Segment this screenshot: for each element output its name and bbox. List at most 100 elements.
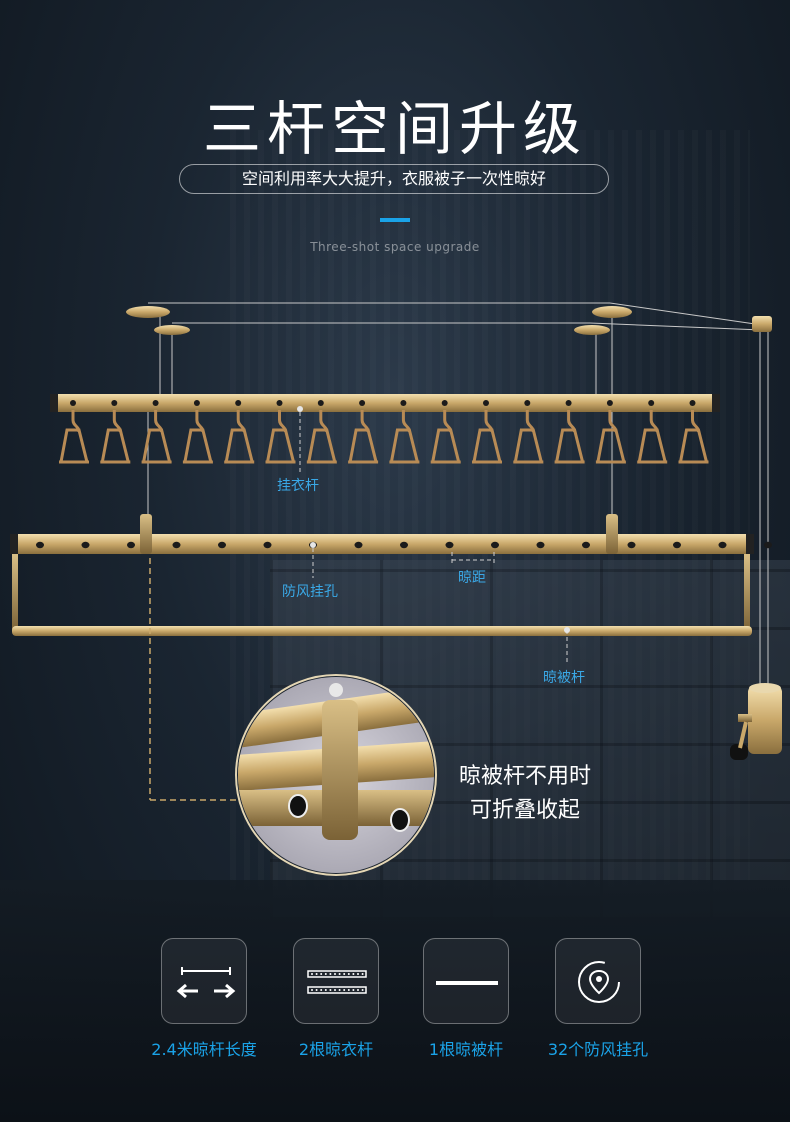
wind-hole: [673, 541, 681, 549]
fold-detail-zoom: [235, 674, 437, 876]
feature-label: 2.4米晾杆长度: [151, 1040, 257, 1059]
leader-to-zoom: [149, 558, 240, 801]
rod-dot: [352, 989, 355, 991]
wind-hole: [263, 541, 272, 549]
ceiling-pulley-right: [574, 306, 632, 335]
wind-hole: [127, 541, 135, 549]
wind-hole: [172, 541, 181, 549]
hanger: [554, 410, 585, 464]
hanger: [100, 410, 131, 464]
hanger: [637, 410, 668, 464]
rod-hole: [648, 400, 655, 406]
hanger: [678, 410, 709, 464]
rod-dot: [324, 973, 327, 975]
corner-pulley: [752, 316, 772, 332]
wind-hole: [400, 541, 408, 549]
feature-label: 2根晾衣杆: [298, 1040, 374, 1059]
drying-rack-illustration: [10, 302, 782, 876]
wind-hole: [627, 541, 636, 549]
rod-dot: [347, 989, 350, 991]
quilt-rod-frame: [12, 554, 752, 636]
english-subtitle: Three-shot space upgrade: [310, 240, 480, 254]
rod-hole: [565, 400, 572, 406]
rod-hole: [70, 400, 76, 406]
hanger: [595, 410, 626, 464]
hanger: [141, 410, 172, 464]
location-pin-icon: [578, 961, 620, 1003]
wind-hole: [536, 541, 545, 549]
wind-hole: [491, 541, 499, 549]
rod-dot: [357, 989, 359, 991]
hanger: [348, 410, 379, 464]
hanger: [224, 410, 255, 464]
ceiling-pulley-left: [126, 306, 190, 335]
rod-dot: [311, 973, 313, 975]
rod-dot: [343, 989, 346, 991]
rod-hole: [111, 400, 118, 406]
feature-quilt-rod: 1根晾被杆: [396, 938, 536, 1060]
rod-hole: [441, 400, 448, 406]
feature-label: 1根晾被杆: [428, 1040, 504, 1059]
rod-dot: [315, 973, 318, 975]
callout-line-2: 可折叠收起: [469, 798, 580, 823]
wind-hole: [764, 541, 772, 549]
wind-hole: [718, 541, 727, 549]
label-wind-hole: 防风挂孔: [282, 584, 338, 600]
wind-hole: [36, 541, 44, 549]
hand-crank: [730, 683, 782, 760]
rod-dot: [361, 973, 364, 975]
hanger: [306, 410, 337, 464]
rod-hole: [193, 400, 200, 406]
hanger: [59, 410, 89, 464]
hanger: [389, 410, 420, 464]
wind-hole: [354, 541, 363, 549]
feature-clothes-rods: 2根晾衣杆: [266, 938, 406, 1060]
rod-dot: [338, 973, 341, 975]
label-quilt-rod: 晾被杆: [543, 670, 585, 686]
hanger: [472, 410, 502, 464]
label-hanger-rod: 挂衣杆: [277, 478, 319, 494]
rod-dot: [324, 989, 327, 991]
wind-hole: [81, 541, 90, 549]
rod-dot: [320, 989, 323, 991]
rod-hole: [317, 400, 324, 406]
single-rod-icon: [436, 981, 498, 985]
wind-hole: [218, 541, 226, 549]
rod-hole: [276, 400, 283, 406]
page-title: 三杆空间升级: [202, 95, 587, 163]
dashed-connectors: [299, 412, 568, 662]
hanger: [182, 410, 213, 464]
rod-dot: [329, 973, 332, 975]
rod-dot: [311, 989, 313, 991]
wind-hole: [582, 541, 590, 549]
fold-callout: 晾被杆不用时 可折叠收起: [455, 760, 595, 828]
callout-line-1: 晾被杆不用时: [458, 764, 591, 789]
label-spacing: 晾距: [458, 570, 486, 586]
hanger: [265, 410, 296, 464]
hanger-rod: [50, 394, 720, 464]
hanger: [513, 410, 544, 464]
rod-dot: [352, 973, 355, 975]
hanger: [430, 410, 461, 464]
rod-dot: [334, 973, 336, 975]
rod-hole: [483, 400, 489, 406]
rod-dot: [361, 989, 364, 991]
wind-hole: [445, 541, 454, 549]
rod-dot: [315, 989, 318, 991]
rod-dot: [338, 989, 341, 991]
rod-dot: [357, 973, 359, 975]
rod-dot: [334, 989, 336, 991]
length-arrows-icon: [176, 967, 236, 999]
rod-dot: [347, 973, 350, 975]
rod-dot: [329, 989, 332, 991]
feature-label: 32个防风挂孔: [547, 1040, 649, 1059]
accent-divider: [380, 218, 410, 222]
feature-wind-holes: 32个防风挂孔: [528, 938, 668, 1060]
rod-hole: [606, 400, 613, 406]
rod-hole: [689, 400, 696, 406]
subtitle-pill: 空间利用率大大提升，衣服被子一次性晾好: [179, 164, 609, 194]
rod-dot: [343, 973, 346, 975]
floor-background: [0, 880, 790, 1122]
rod-hole: [235, 400, 242, 406]
